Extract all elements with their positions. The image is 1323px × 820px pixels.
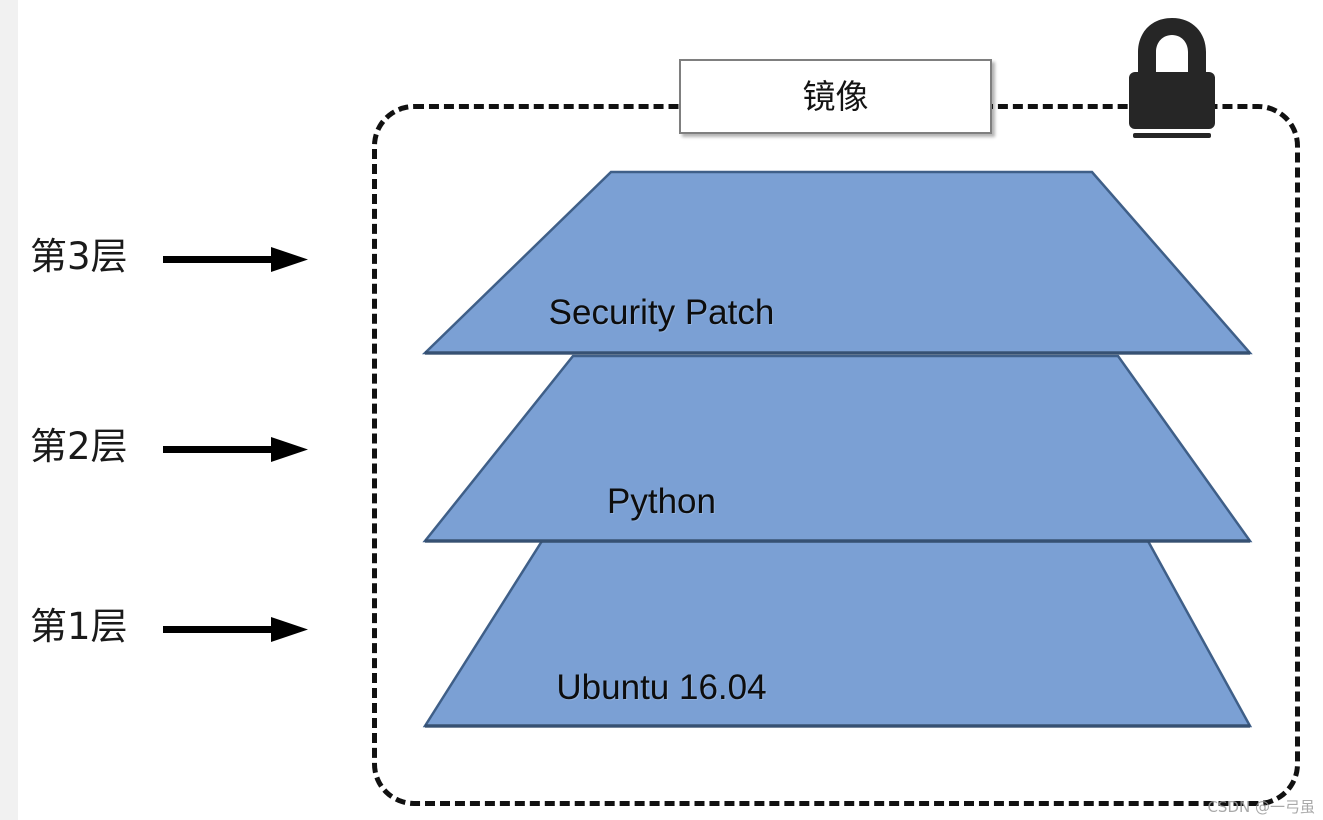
layer-label-1-text: 第1层 xyxy=(30,605,128,648)
image-title-label: 镜像 xyxy=(802,77,869,116)
layer-label-1: 第1层 xyxy=(30,608,128,645)
image-title-box: 镜像 xyxy=(679,59,992,134)
layer-label-2-text: 第2层 xyxy=(30,425,128,468)
layer-label-3-text: 第3层 xyxy=(30,235,128,278)
watermark: CSDN @一弓虽 xyxy=(1207,798,1315,816)
lock-icon xyxy=(1120,14,1224,142)
layer-text-ubuntu: Ubuntu 16.04 xyxy=(556,668,767,707)
arrow-right-icon-1 xyxy=(163,613,308,652)
layer-label-2: 第2层 xyxy=(30,428,128,465)
layer-label-3: 第3层 xyxy=(30,238,128,275)
layer-text-python: Python xyxy=(607,482,716,521)
arrow-right-icon-3 xyxy=(163,243,308,282)
arrow-right-icon-2 xyxy=(163,433,308,472)
layer-text-security-patch: Security Patch xyxy=(548,293,775,332)
left-edge-strip xyxy=(0,0,18,820)
